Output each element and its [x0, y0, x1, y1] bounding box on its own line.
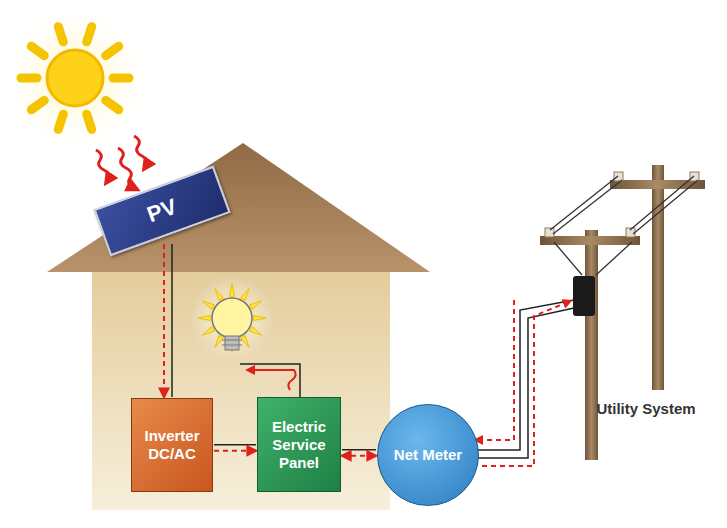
service-drop	[466, 300, 574, 466]
node-text: Net Meter	[390, 446, 466, 464]
sun	[0, 0, 153, 156]
bulb-wire	[240, 364, 300, 397]
house	[47, 143, 430, 510]
power-flow	[250, 370, 296, 390]
power-connector	[214, 445, 256, 451]
net-meter-circle: Net Meter	[377, 404, 479, 506]
label-text: Utility System	[596, 400, 696, 419]
inverter-box: Inverter DC/AC	[131, 398, 213, 492]
power-connector	[342, 450, 376, 456]
sunlight	[96, 136, 147, 188]
power-connector	[164, 244, 172, 397]
light-bulb	[190, 276, 274, 360]
node-text: Electric Service Panel	[258, 418, 340, 472]
node-text: PV	[140, 192, 184, 230]
node-text: Inverter DC/AC	[132, 427, 212, 463]
utility-poles	[540, 165, 705, 460]
service-panel-box: Electric Service Panel	[257, 397, 341, 492]
